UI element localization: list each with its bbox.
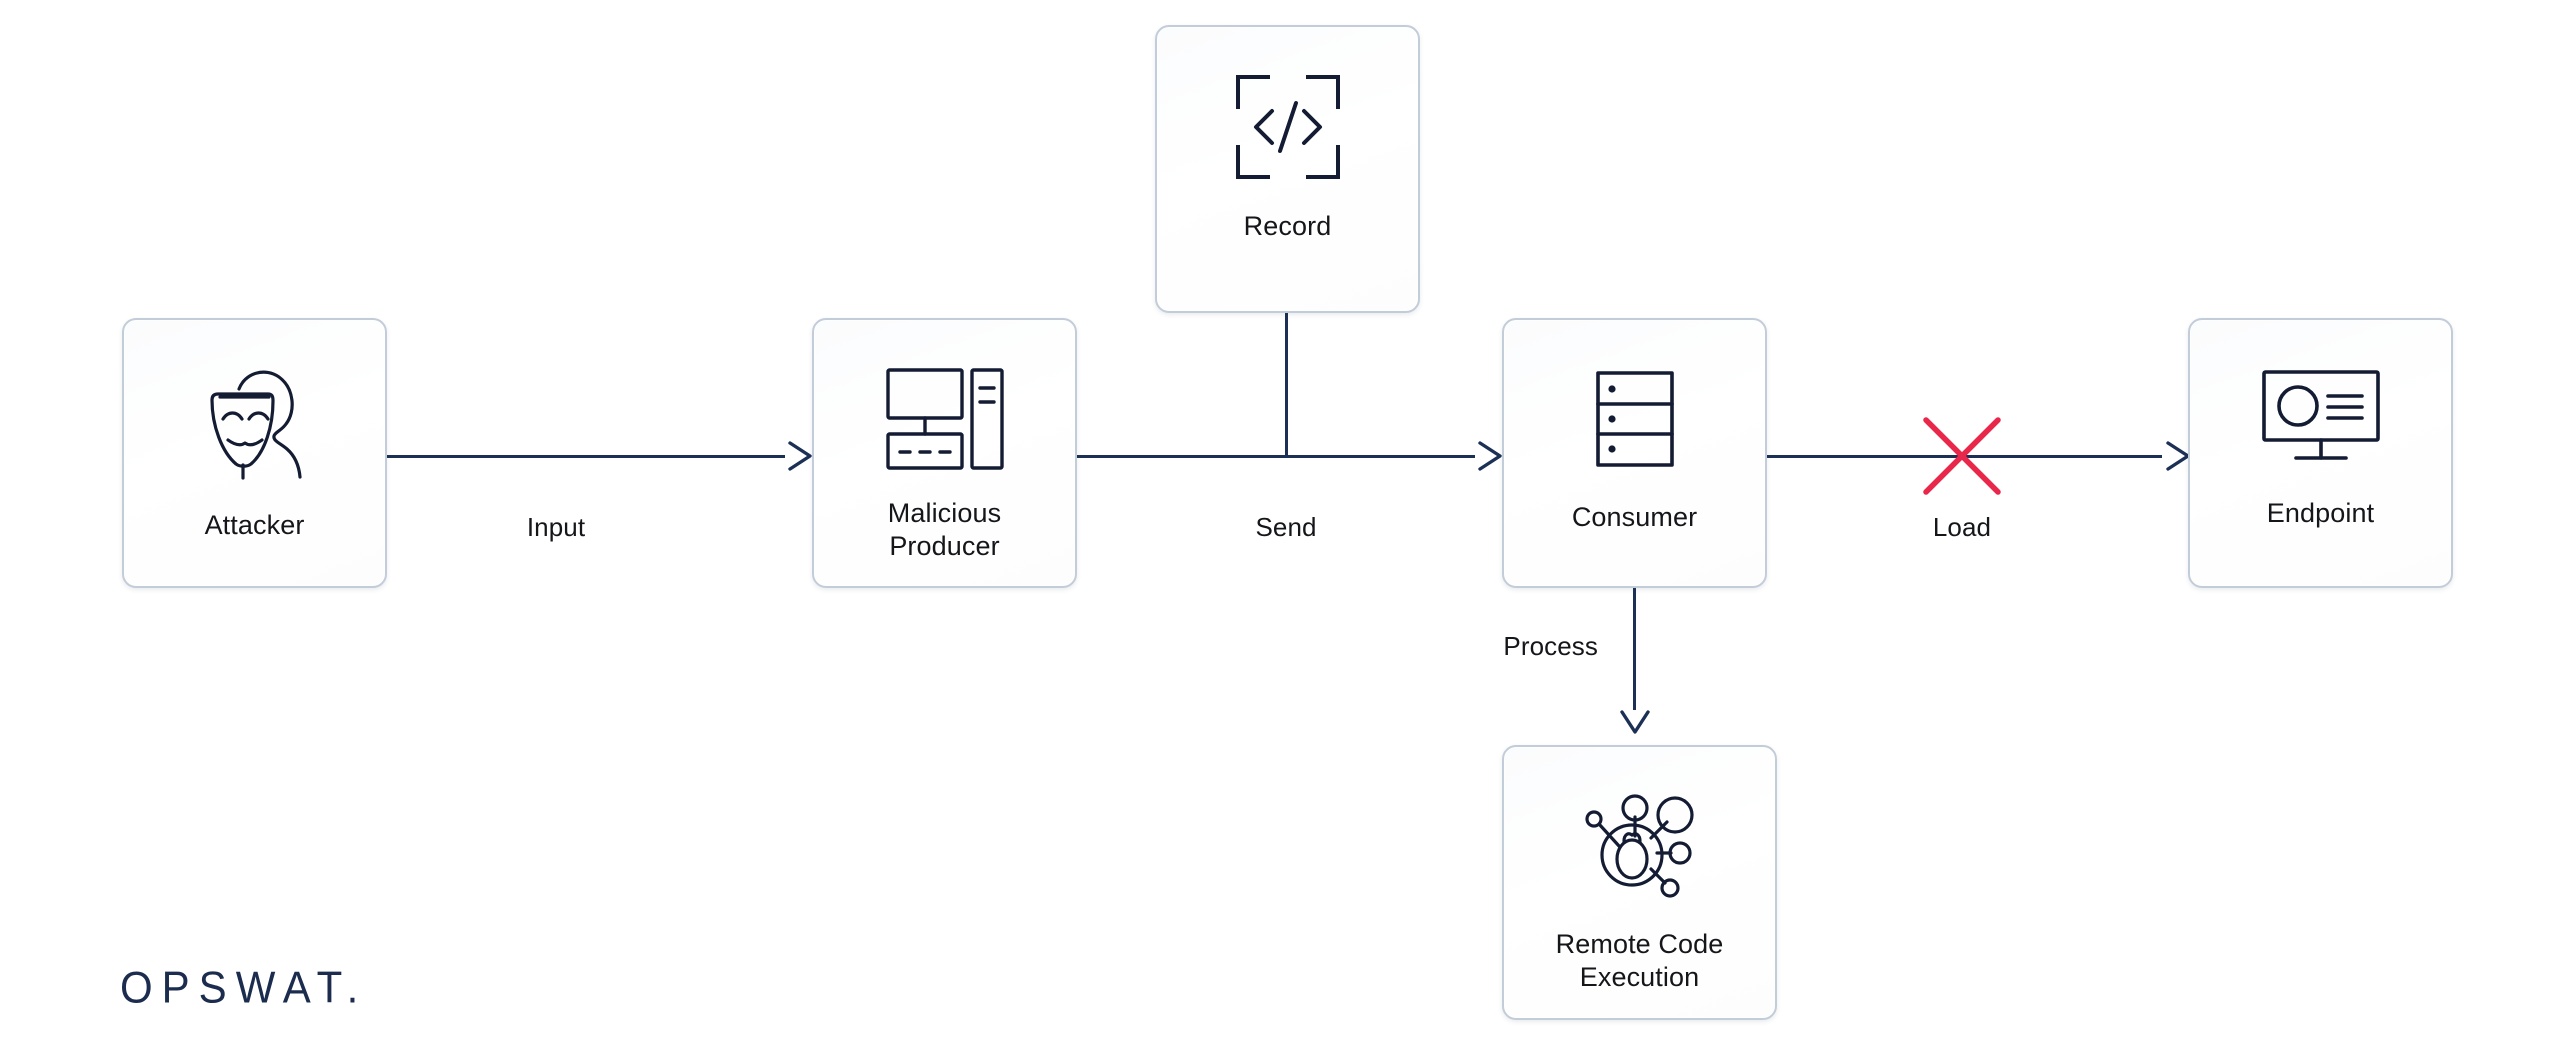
edge-record-feed-line [1285,313,1288,458]
edge-label-process: Process [1503,631,1598,661]
node-label-endpoint: Endpoint [2266,498,2375,528]
masked-attacker-icon [195,364,315,487]
edge-label-input: Input [526,512,586,542]
edge-process-arrowhead [1620,710,1650,734]
node-malicious-producer[interactable]: Malicious Producer [812,318,1077,588]
node-label-consumer: Consumer [1571,502,1698,532]
node-remote-code-execution[interactable]: Remote Code Execution [1502,745,1777,1020]
node-label-record: Record [1243,211,1332,241]
edge-label-load: Load [1932,512,1992,542]
edge-process-line [1633,588,1636,710]
node-label-attacker: Attacker [204,510,305,540]
node-endpoint[interactable]: Endpoint [2188,318,2453,588]
node-record[interactable]: Record [1155,25,1420,313]
edge-send-arrowhead [1478,441,1502,471]
blocked-x-icon [1923,417,2001,495]
server-rack-icon [1580,364,1690,479]
opswat-logo: OPSWAT. [120,962,368,1012]
edge-input-line [387,455,785,458]
node-label-remote-code-execution: Remote Code Execution [1555,929,1724,992]
node-consumer[interactable]: Consumer [1502,318,1767,588]
code-brackets-icon [1232,71,1344,188]
monitor-screen-icon [2258,364,2384,475]
edge-label-send: Send [1255,512,1317,542]
node-attacker[interactable]: Attacker [122,318,387,588]
malware-virus-icon [1579,791,1701,908]
edge-send-line [1077,455,1475,458]
desktop-computer-icon [882,364,1008,479]
edge-input-arrowhead [788,441,812,471]
node-label-malicious-producer: Malicious Producer [887,498,1002,561]
